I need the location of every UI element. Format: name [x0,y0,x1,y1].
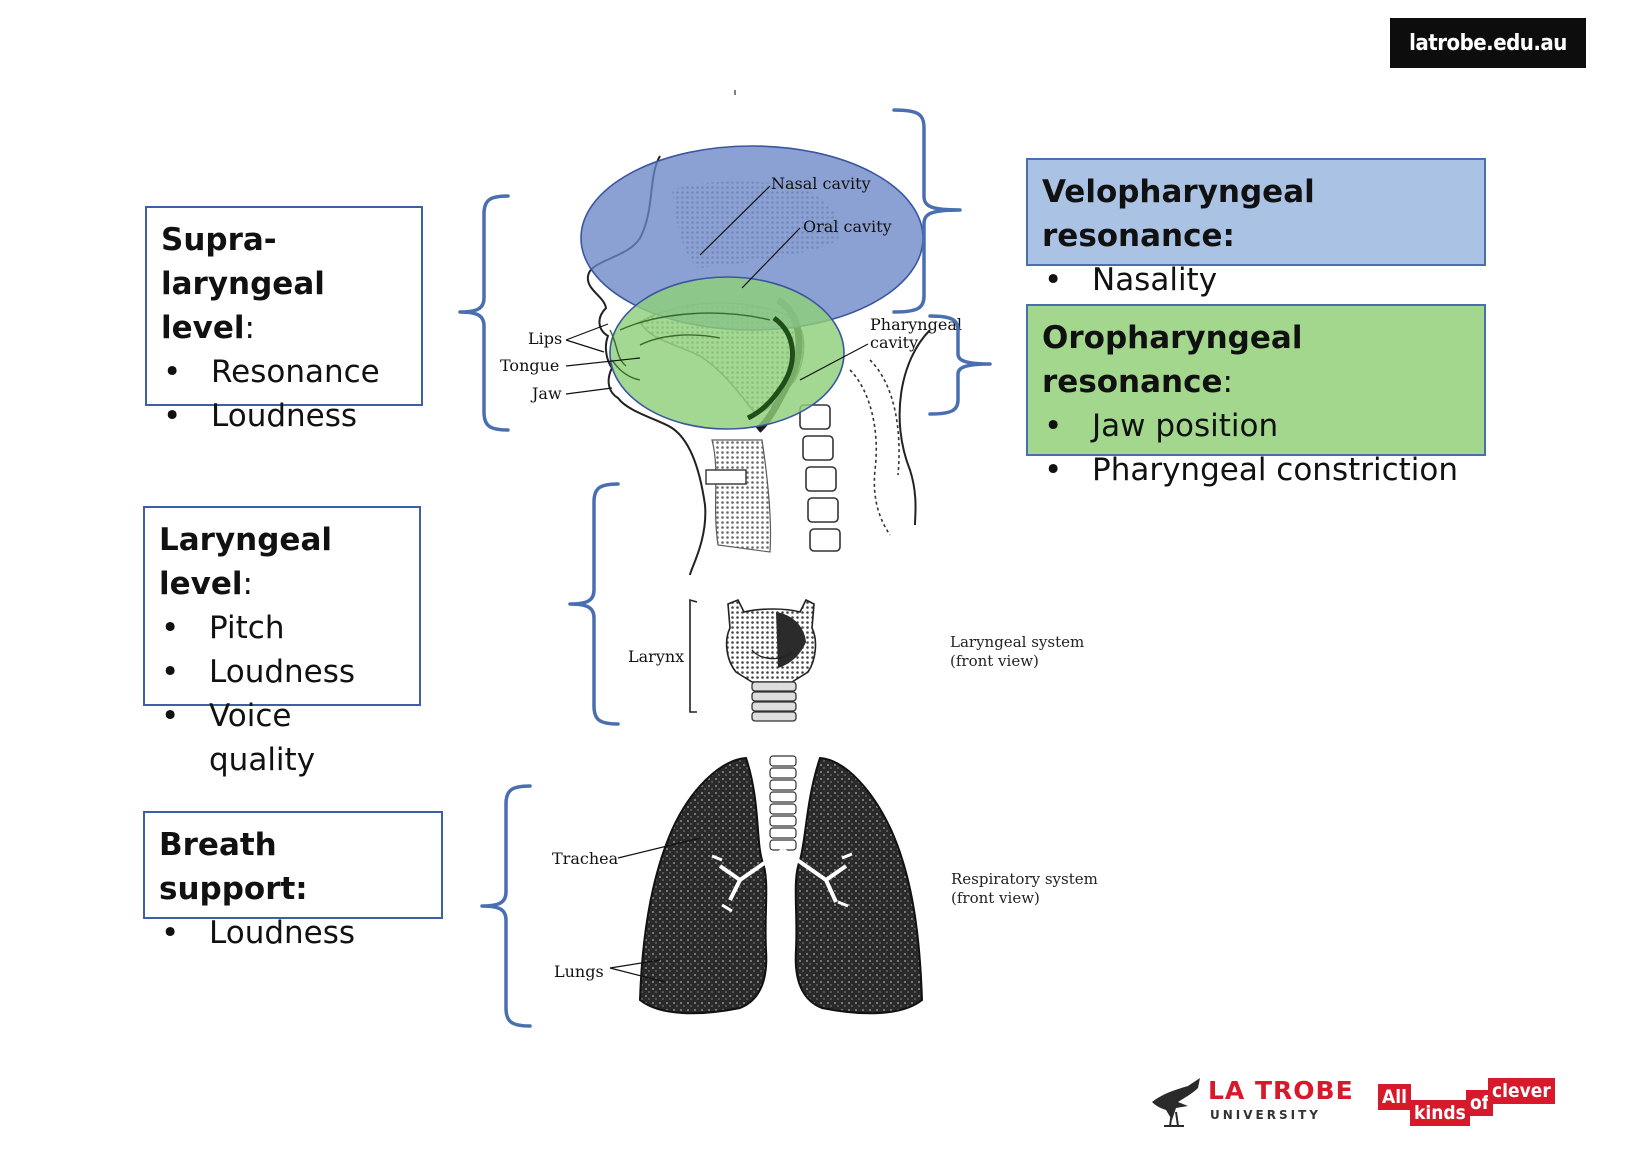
supra-laryngeal-title: Supra-laryngeal level: [161,222,325,346]
website-url-badge[interactable]: latrobe.edu.au [1390,18,1586,68]
brace-breath-support [480,784,532,1028]
breath-support-box: Breath support: Loudness [143,811,443,955]
head-leader-lines [565,185,869,395]
brace-laryngeal [568,482,620,726]
label-tongue: Tongue [500,356,559,375]
label-respiratory-system: Respiratory system [951,870,1098,888]
tagline-clever: clever [1488,1078,1555,1104]
label-oral-cavity: Oral cavity [803,217,892,236]
lung-leader-lines [609,837,701,983]
list-item: Pharyngeal constriction [1042,448,1470,492]
larynx-front-view [689,598,817,722]
label-larynx: Larynx [628,647,684,666]
supra-laryngeal-box: Supra-laryngeal level: Resonance Loudnes… [145,206,423,438]
laryngeal-level-box: Laryngeal level: Pitch Loudness Voice qu… [143,506,421,778]
label-lips: Lips [528,329,562,348]
label-laryngeal-system: Laryngeal system [950,633,1084,651]
oropharyngeal-title: Oropharyngeal resonance: [1042,320,1303,400]
university-subtitle: UNIVERSITY [1210,1108,1321,1122]
velopharyngeal-title: Velopharyngeal resonance: [1042,174,1315,254]
label-lungs: Lungs [554,962,604,981]
tagline-all: All [1378,1084,1411,1110]
laryngeal-level-title: Laryngeal level: [159,522,332,602]
list-item: Loudness [159,911,427,955]
list-item: Jaw position [1042,404,1470,448]
brace-supra-laryngeal [458,194,510,432]
label-pharyngeal-cavity: cavity [870,333,918,352]
all-kinds-of-clever-tagline: All kinds of clever [1378,1076,1555,1128]
oropharyngeal-region-oval [609,276,845,430]
label-nasal-cavity: Nasal cavity [771,174,871,193]
list-item: Loudness [159,650,405,694]
label-laryngeal-front-view: (front view) [950,652,1039,670]
list-item: Loudness [161,394,407,438]
label-jaw: Jaw [530,384,562,403]
list-item: Resonance [161,350,407,394]
label-trachea: Trachea [552,849,619,868]
list-item: Nasality [1042,258,1470,302]
respiratory-front-view [638,755,924,1015]
oropharyngeal-box: Oropharyngeal resonance: Jaw position Ph… [1026,304,1486,492]
velopharyngeal-box: Velopharyngeal resonance: Nasality [1026,158,1486,302]
la-trobe-logo[interactable]: LA TROBE UNIVERSITY [1148,1072,1358,1132]
list-item: Pitch [159,606,405,650]
bird-emblem-icon [1152,1078,1200,1127]
breath-support-title: Breath support: [159,827,308,907]
label-pharyngeal: Pharyngeal [870,315,962,334]
university-name: LA TROBE [1208,1076,1354,1105]
list-item: Voice quality [159,694,405,782]
brace-velopharyngeal [892,108,962,314]
tagline-kinds: kinds [1410,1100,1470,1126]
label-respiratory-front-view: (front view) [951,889,1040,907]
brace-oropharyngeal [928,314,992,416]
